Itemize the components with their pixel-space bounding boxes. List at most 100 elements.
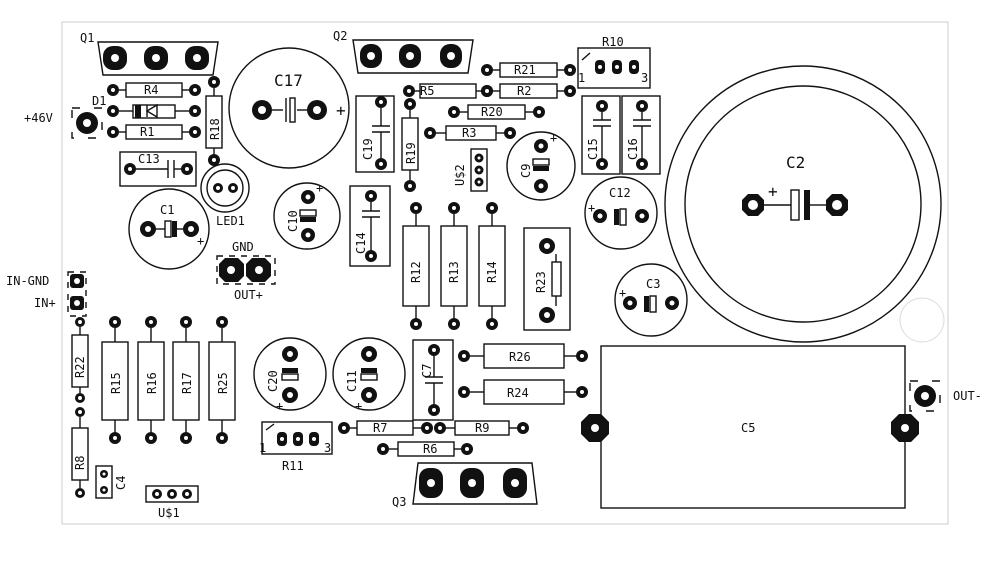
label-r6: R6 (423, 442, 437, 456)
resistor-r18[interactable] (205, 76, 223, 166)
capacitor-c10[interactable] (273, 182, 341, 250)
c2-plus: + (768, 182, 778, 201)
capacitor-c19[interactable] (355, 95, 395, 173)
capacitor-c3[interactable] (614, 263, 688, 337)
label-r5: R5 (420, 84, 434, 98)
c12-plus: + (588, 201, 595, 215)
resistor-r6[interactable] (377, 441, 473, 457)
resistor-r21[interactable] (481, 62, 576, 78)
capacitor-c11[interactable] (332, 337, 406, 411)
label-c5: C5 (741, 421, 755, 435)
capacitor-c5[interactable] (581, 345, 919, 509)
label-r19: R19 (404, 142, 418, 164)
resistor-r16[interactable] (137, 316, 165, 444)
c20-plus: + (276, 399, 283, 413)
resistor-r7[interactable] (338, 420, 433, 436)
capacitor-c9[interactable] (506, 131, 576, 201)
resistor-r26[interactable] (458, 343, 588, 369)
label-r12: R12 (409, 261, 423, 283)
capacitor-c7[interactable] (412, 339, 454, 421)
capacitor-c12[interactable] (584, 176, 658, 250)
resistor-r13[interactable] (440, 202, 468, 330)
c17-plus: + (336, 101, 346, 120)
label-c13: C13 (138, 152, 160, 166)
label-r26: R26 (509, 350, 531, 364)
label-q2: Q2 (333, 29, 347, 43)
label-in-plus: IN+ (34, 296, 56, 310)
resistor-r25[interactable] (208, 316, 236, 444)
c11-plus: + (355, 399, 362, 413)
resistor-r24[interactable] (458, 379, 588, 405)
c1-plus: + (197, 234, 204, 248)
r10-pin1: 1 (578, 71, 585, 85)
label-r11: R11 (282, 459, 304, 473)
label-c1: C1 (160, 203, 174, 217)
input-connector[interactable] (67, 271, 87, 317)
capacitor-c1[interactable] (128, 188, 210, 270)
label-us2: U$2 (453, 164, 467, 186)
resistor-r9[interactable] (434, 420, 529, 436)
label-r4: R4 (144, 83, 158, 97)
capacitor-c14[interactable] (349, 185, 391, 267)
out-minus-pad[interactable] (909, 380, 941, 412)
label-q1: Q1 (80, 31, 94, 45)
header-us1[interactable] (145, 485, 199, 503)
label-r3: R3 (462, 126, 476, 140)
label-r25: R25 (216, 372, 230, 394)
resistor-r4[interactable] (107, 82, 201, 98)
resistor-r19[interactable] (401, 98, 419, 192)
c3-plus: + (619, 286, 626, 300)
label-d1: D1 (92, 94, 106, 108)
label-c3: C3 (646, 277, 660, 291)
label-out-plus: OUT+ (234, 288, 263, 302)
resistor-r22[interactable] (71, 317, 89, 403)
c10-plus: + (316, 181, 323, 195)
capacitor-c20[interactable] (253, 337, 327, 411)
led-led1[interactable] (200, 163, 250, 213)
resistor-r14[interactable] (478, 202, 506, 330)
label-r2: R2 (517, 84, 531, 98)
label-c20: C20 (266, 370, 280, 392)
r10-pin3: 3 (641, 71, 648, 85)
transistor-q1[interactable] (97, 41, 219, 76)
capacitor-c2[interactable] (664, 65, 942, 343)
label-c17: C17 (274, 71, 303, 90)
label-r8: R8 (73, 456, 87, 470)
resistor-r8[interactable] (71, 407, 89, 498)
label-in-gnd: IN-GND (6, 274, 49, 288)
resistor-r20[interactable] (448, 104, 545, 120)
capacitor-c4[interactable] (95, 465, 113, 499)
header-us2[interactable] (470, 148, 488, 192)
capacitor-c17[interactable] (228, 47, 350, 169)
label-r23: R23 (534, 271, 548, 293)
trimpot-r10[interactable] (577, 47, 651, 89)
connector-gnd-out[interactable] (216, 255, 276, 285)
capacitor-c16[interactable] (621, 95, 661, 175)
label-c2: C2 (786, 153, 805, 172)
label-r22: R22 (73, 356, 87, 378)
trimpot-r11[interactable] (261, 421, 333, 455)
resistor-r12[interactable] (402, 202, 430, 330)
label-r10: R10 (602, 35, 624, 49)
transistor-q2[interactable] (352, 39, 474, 74)
diode-d1[interactable] (107, 103, 201, 119)
mounting-hole (899, 297, 945, 343)
resistor-r15[interactable] (101, 316, 129, 444)
capacitor-c13[interactable] (119, 151, 197, 187)
resistor-r17[interactable] (172, 316, 200, 444)
resistor-r1[interactable] (107, 124, 201, 140)
resistor-r23[interactable] (523, 227, 571, 331)
resistor-r3[interactable] (424, 125, 516, 141)
label-us1: U$1 (158, 506, 180, 520)
label-r21: R21 (514, 63, 536, 77)
resistor-r2[interactable] (481, 83, 576, 99)
label-r14: R14 (485, 261, 499, 283)
power-pad[interactable] (71, 107, 103, 139)
capacitor-c15[interactable] (581, 95, 621, 175)
label-r9: R9 (475, 421, 489, 435)
transistor-q3[interactable] (412, 462, 538, 505)
label-gnd: GND (232, 240, 254, 254)
label-r15: R15 (109, 372, 123, 394)
